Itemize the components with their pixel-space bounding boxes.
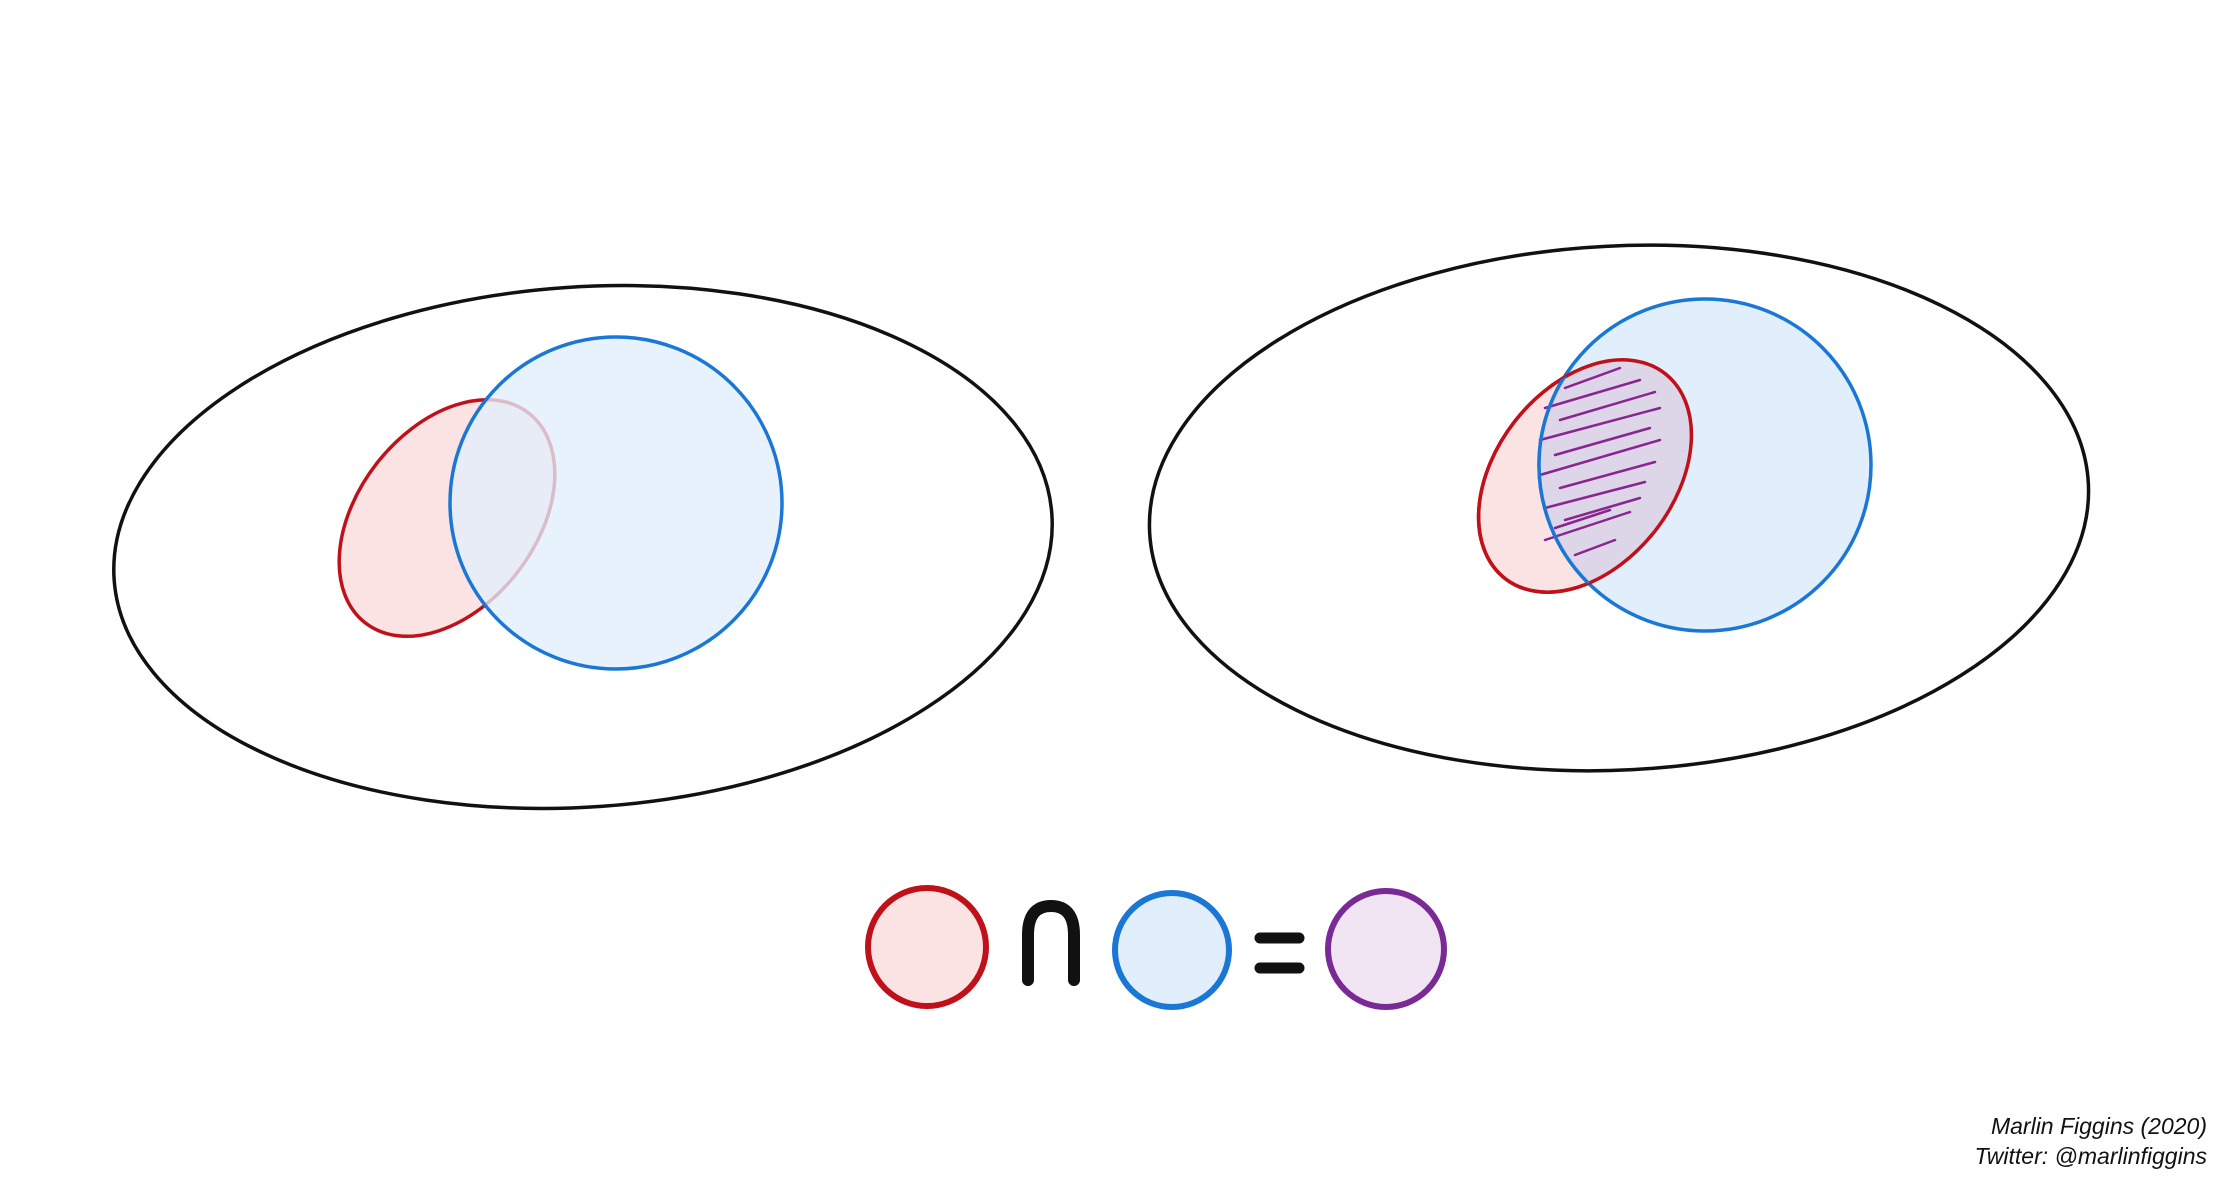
- left-universe-ellipse: [112, 283, 1054, 811]
- legend-set-b-circle: [1112, 890, 1232, 1010]
- left-set-b-circle: [448, 335, 784, 671]
- right-universe-ellipse: [1147, 243, 2091, 773]
- intersection-equation: [865, 885, 1447, 1010]
- credit-author-line: Marlin Figgins (2020): [1990, 1113, 2207, 1139]
- credit-twitter-line: Twitter: @marlinfiggins: [1974, 1143, 2207, 1169]
- right-venn-panel: [1147, 243, 2091, 773]
- author-credit: Marlin Figgins (2020) Twitter: @marlinfi…: [1974, 1111, 2207, 1171]
- legend-set-a-circle: [865, 885, 989, 1009]
- left-venn-panel: [112, 283, 1054, 811]
- equals-symbol-icon: [1254, 932, 1305, 974]
- legend-result-circle: [1325, 888, 1447, 1010]
- intersection-symbol-icon: [1022, 899, 1080, 986]
